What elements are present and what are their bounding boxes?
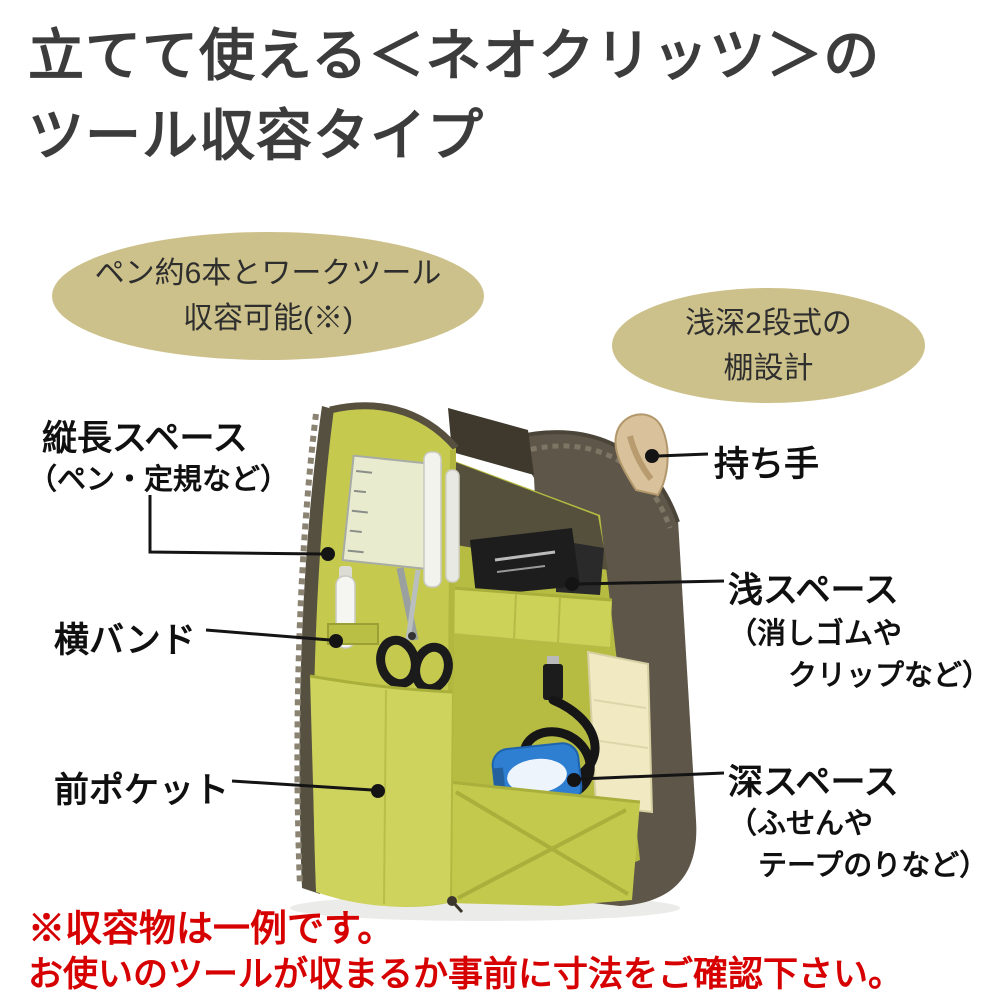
- sticky-notes: [586, 650, 654, 814]
- bubble-pen-capacity-line2: 収容可能(※): [183, 302, 353, 335]
- zipper-pull: [447, 896, 464, 914]
- label-side-band: 横バンド: [54, 621, 196, 660]
- scissors-icon: [376, 567, 453, 694]
- leader-lines: [148, 449, 725, 798]
- pens-icon: [423, 451, 460, 588]
- page-title-line1: 立てて使える＜ネオクリッツ＞の: [28, 24, 881, 87]
- page-title: 立てて使える＜ネオクリッツ＞の ツール収容タイプ: [28, 16, 880, 175]
- deep-front-panel: [447, 780, 641, 906]
- bubble-shelf-design-line1: 浅深2段式の: [685, 306, 852, 340]
- case-handle: [614, 413, 669, 497]
- shallow-shelf: [451, 586, 613, 649]
- footnote-line2: お使いのツールが収まるか事前に寸法をご確認下さい。: [28, 955, 904, 994]
- bubble-pen-capacity-line1: ペン約6本とワークツール: [94, 257, 442, 290]
- label-shallow-space: 浅スペース: [728, 571, 899, 610]
- label-vertical-space-sub: （ペン・定規など）: [28, 464, 290, 496]
- feature-bubble-pen-capacity: ペン約6本とワークツール 収容可能(※): [52, 232, 484, 360]
- label-handle: 持ち手: [714, 445, 820, 484]
- ruler-icon: [341, 454, 443, 571]
- label-shallow-space-sub2: クリップなど）: [788, 660, 992, 692]
- label-front-pocket: 前ポケット: [54, 771, 230, 810]
- label-deep-space-sub2: テープのりなど）: [758, 850, 989, 882]
- label-vertical-space: 縦長スペース: [42, 419, 248, 458]
- label-deep-space-sub1: （ふせんや: [728, 808, 874, 840]
- footnote-line1: ※収容物は一例です。: [28, 908, 395, 949]
- bubble-shelf-design-line2: 棚設計: [723, 351, 814, 385]
- page-title-line2: ツール収容タイプ: [28, 103, 484, 167]
- feature-bubble-shelf-design: 浅深2段式の 棚設計: [612, 288, 925, 403]
- label-deep-space: 深スペース: [728, 763, 899, 802]
- label-shallow-space-sub1: （消しゴムや: [728, 618, 903, 650]
- case-top-gap: [448, 408, 534, 475]
